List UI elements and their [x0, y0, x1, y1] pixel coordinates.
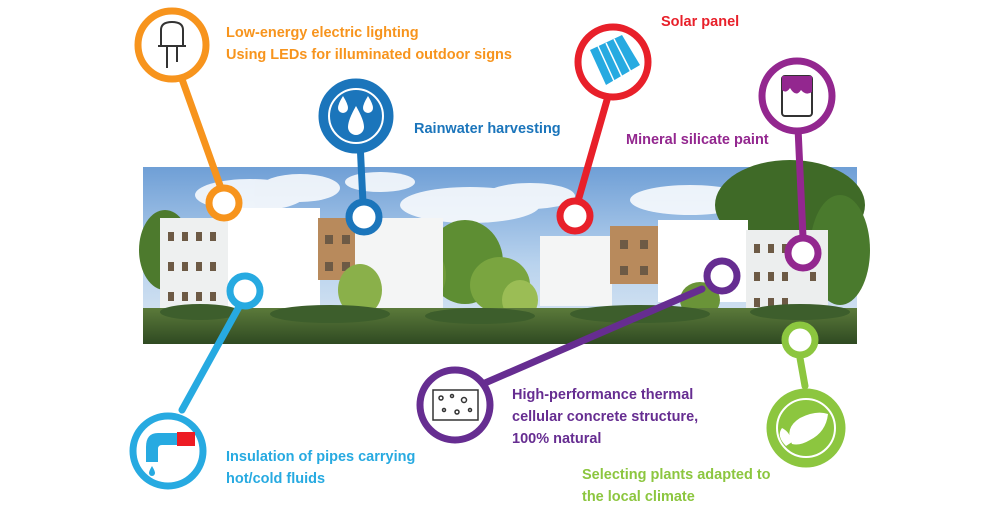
led-label: Low-energy electric lighting Using LEDs … [226, 22, 512, 66]
paint-connector [794, 124, 807, 241]
concrete-label-line-1: High-performance thermal [512, 387, 694, 403]
water-drops-icon [338, 96, 373, 135]
paint-anchor-ring [784, 234, 822, 272]
concrete-block-icon [432, 389, 479, 421]
concrete-connector [474, 285, 706, 390]
concrete-label-line-2: cellular concrete structure, [512, 409, 699, 425]
rain-callout-circle [318, 78, 394, 154]
building-photo [139, 160, 870, 344]
rain-anchor-ring [345, 198, 383, 236]
plants-anchor-ring [781, 321, 819, 359]
led-anchor-ring [205, 184, 243, 222]
concrete-label-line-3: 100% natural [512, 431, 602, 447]
concrete-callout-circle [416, 366, 494, 444]
led-bulb-icon [158, 20, 186, 68]
solar-connector [574, 96, 611, 205]
pipes-callout-circle [129, 412, 207, 490]
solar-label-line-1: Solar panel [661, 14, 740, 30]
paint-callout-circle [758, 57, 836, 135]
led-label-line-1: Low-energy electric lighting [226, 25, 419, 41]
pipes-label: Insulation of pipes carrying hot/cold fl… [226, 446, 415, 490]
paint-label-line-1: Mineral silicate paint [626, 132, 769, 148]
connector-lines [174, 64, 809, 414]
plants-label-line-1: Selecting plants adapted to [582, 467, 771, 483]
anchor-rings [205, 184, 822, 359]
led-callout-circle [134, 7, 210, 83]
pipes-label-line-1: Insulation of pipes carrying [226, 449, 416, 465]
rain-label-line-1: Rainwater harvesting [414, 121, 561, 137]
plants-connector [796, 354, 809, 390]
pipe-icon [146, 432, 195, 476]
plants-label: Selecting plants adapted to the local cl… [582, 464, 771, 508]
paint-label: Mineral silicate paint [626, 129, 769, 151]
plants-callout-circle [766, 388, 846, 468]
plants-label-line-2: the local climate [582, 489, 695, 505]
solar-label: Solar panel [661, 11, 739, 33]
rain-label: Rainwater harvesting [414, 118, 561, 140]
paint-can-icon [781, 75, 813, 117]
solar-anchor-ring [556, 197, 594, 235]
left-building [160, 208, 443, 320]
solar-callout-circle [574, 23, 652, 101]
led-connector [174, 64, 226, 195]
concrete-label: High-performance thermal cellular concre… [512, 384, 698, 450]
leaf-icon [779, 412, 828, 446]
led-label-line-2: Using LEDs for illuminated outdoor signs [226, 47, 512, 63]
pipes-label-line-2: hot/cold fluids [226, 471, 326, 487]
concrete-anchor-ring [703, 257, 741, 295]
pipes-anchor-ring [226, 272, 264, 310]
solar-panel-icon [590, 35, 640, 85]
pipes-connector [178, 301, 244, 414]
right-building [540, 220, 828, 318]
